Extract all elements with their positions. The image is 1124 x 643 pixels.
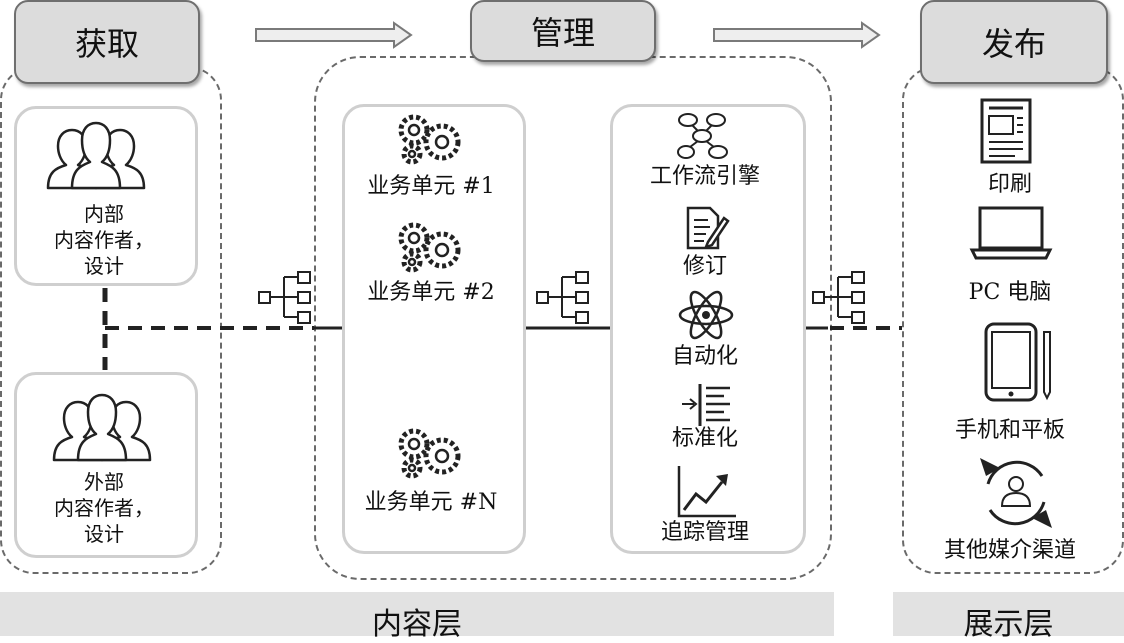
manage-stage-label: 管理 [530, 14, 595, 52]
manage-stage: 管理 [470, 0, 656, 62]
publish-stage-label: 发布 [981, 25, 1046, 63]
business-units-card [342, 104, 526, 554]
business-unit-n-label: 业务单元 #N [364, 490, 498, 515]
print-document-icon [980, 98, 1032, 164]
trend-chart-icon [677, 466, 736, 518]
gears-icon [398, 114, 461, 165]
arrow-manage-to-publish [713, 21, 881, 49]
atom-icon [678, 290, 734, 340]
publish-stage: 发布 [920, 0, 1108, 84]
network-icon [536, 271, 589, 324]
media-sync-icon [980, 458, 1052, 528]
external-authors-line-2: 内容作者， [54, 496, 154, 520]
channel-pc-label: PC 电脑 [968, 280, 1052, 305]
arrow-acquire-to-manage [255, 21, 413, 49]
tablet-icon [984, 322, 1051, 402]
internal-authors-line-1: 内部 [84, 202, 124, 226]
network-icon [812, 271, 865, 324]
business-unit-1-label: 业务单元 #1 [367, 174, 495, 199]
feature-workflow-label: 工作流引擎 [649, 164, 760, 189]
people-group-icon [52, 393, 152, 462]
external-authors-line-1: 外部 [84, 470, 124, 494]
internal-authors-line-2: 内容作者， [54, 228, 154, 252]
channel-other-media-label: 其他媒介渠道 [943, 538, 1076, 563]
business-unit-2-label: 业务单元 #2 [367, 280, 495, 305]
network-icon [258, 271, 311, 324]
feature-automation-label: 自动化 [671, 344, 738, 369]
feature-standardization-label: 标准化 [671, 426, 738, 451]
indent-align-icon [682, 384, 730, 426]
gears-icon [398, 428, 461, 479]
feature-revision-label: 修订 [682, 254, 727, 279]
external-authors-line-3: 设计 [84, 522, 124, 546]
feature-tracking-label: 追踪管理 [660, 520, 749, 545]
internal-authors-line-3: 设计 [84, 254, 124, 278]
people-group-icon [46, 121, 146, 190]
channel-print-label: 印刷 [987, 172, 1032, 197]
content-layer-bar: 内容层 [0, 592, 834, 642]
gears-icon [398, 222, 461, 273]
laptop-icon [969, 206, 1053, 260]
acquire-stage: 获取 [14, 0, 200, 84]
channel-mobile-tablet-label: 手机和平板 [954, 418, 1065, 443]
internal-authors-card [14, 106, 198, 286]
acquire-stage-label: 获取 [74, 25, 139, 63]
revision-document-icon [686, 206, 730, 250]
workflow-icon [677, 113, 728, 159]
